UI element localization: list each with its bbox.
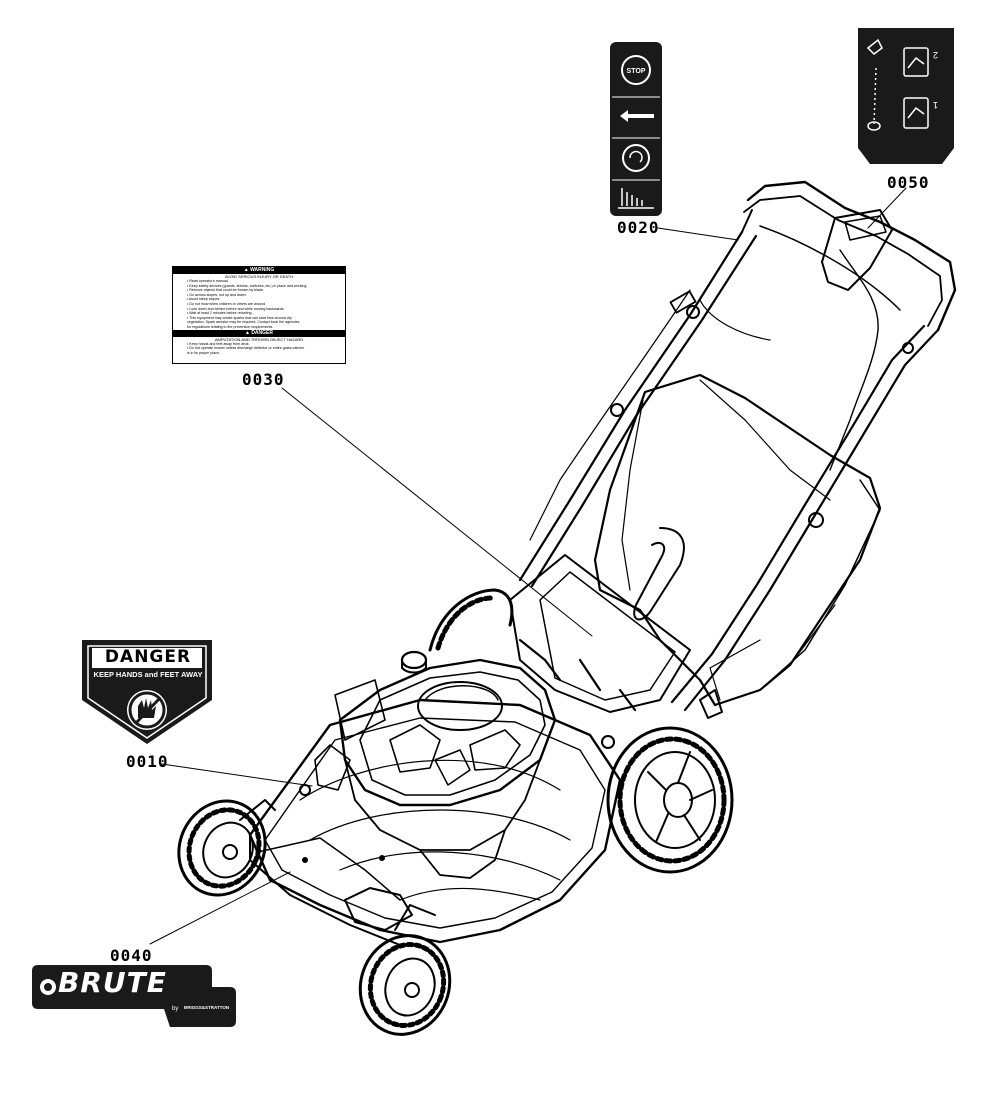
fuel-icon	[867, 121, 881, 131]
warning-list: • Read operator's manual. • Keep safety …	[173, 279, 345, 330]
front-wheel-right	[358, 904, 452, 1036]
grass-height-icon	[618, 188, 654, 209]
warning-item: • Remove objects that could be thrown by…	[187, 288, 264, 293]
danger-item: • Keep hands and feet away from deck.	[187, 341, 250, 346]
engine-start-icon	[622, 144, 650, 172]
step-2-panel	[903, 47, 929, 77]
rear-wheel-left	[428, 588, 514, 652]
warning-title: ▲ WARNING	[173, 267, 345, 274]
stop-icon	[621, 55, 651, 85]
decal-0010-danger	[82, 640, 212, 744]
step-2-number: 2	[933, 50, 938, 60]
front-wheel-left	[177, 799, 276, 897]
decal-0020-operation: STOP	[610, 42, 662, 216]
danger-subtitle: AMPUTATION AND THROWN OBJECT HAZARD	[214, 336, 304, 342]
warning-item: • Read operator's manual.	[187, 279, 229, 283]
brand-name: BRUTE	[58, 966, 167, 999]
warning-item: vegetation. Spark arrestor may be requir…	[187, 320, 300, 325]
mower-deck	[248, 698, 622, 946]
danger-title: DANGER	[104, 647, 192, 667]
callout-0050: 0050	[887, 173, 930, 192]
warning-item: • Look down and behind before and while …	[187, 306, 285, 311]
step-1-number: 1	[933, 100, 938, 110]
decal-0050-start-instructions: 2 1	[858, 28, 954, 164]
rear-shield	[509, 554, 723, 749]
brand-maker: BRIGGS&STRATTON	[184, 1005, 230, 1010]
decal-0040-brute-logo	[32, 965, 236, 1027]
warning-item: • Do not mow when children or others are…	[187, 301, 267, 306]
danger-subtitle: KEEP HANDS and FEET AWAY	[93, 670, 203, 679]
danger-list: • Keep hands and feet away from deck. • …	[173, 342, 345, 356]
callout-0010: 0010	[126, 752, 169, 771]
danger-item: • Do not operate mower unless discharge …	[187, 346, 305, 351]
arrow-left-icon	[620, 110, 654, 122]
danger-item: is in its proper place.	[187, 350, 220, 355]
warning-item: • This equipment may create sparks that …	[187, 315, 292, 320]
stop-text: STOP	[627, 68, 646, 75]
callout-leader-lines	[149, 187, 907, 945]
brand-by: by	[172, 1006, 179, 1012]
callout-0020: 0020	[617, 218, 660, 237]
decal-0030-warning-label: ▲ WARNING AVOID SERIOUS INJURY OR DEATH …	[172, 266, 346, 364]
warning-item: • Keep safety devices (guards, shields, …	[187, 283, 308, 288]
engine	[299, 650, 557, 879]
choke-icon	[866, 38, 883, 55]
danger-title: ▲ DANGER	[173, 329, 345, 337]
callout-0030: 0030	[242, 370, 285, 389]
step-1-panel	[903, 97, 929, 129]
warning-item: • Avoid steep slopes.	[187, 297, 221, 302]
warning-subtitle: AVOID SERIOUS INJURY OR DEATH	[224, 274, 294, 279]
callout-0040: 0040	[110, 946, 153, 965]
warning-item: for regulations relating to fire prevent…	[187, 324, 274, 329]
warning-item: • Wait at least 2 minutes before refueli…	[187, 311, 253, 316]
rear-wheel	[606, 726, 734, 874]
warning-item: • Go across slopes, not up and down.	[187, 292, 247, 297]
grass-catcher-bag	[593, 373, 882, 707]
